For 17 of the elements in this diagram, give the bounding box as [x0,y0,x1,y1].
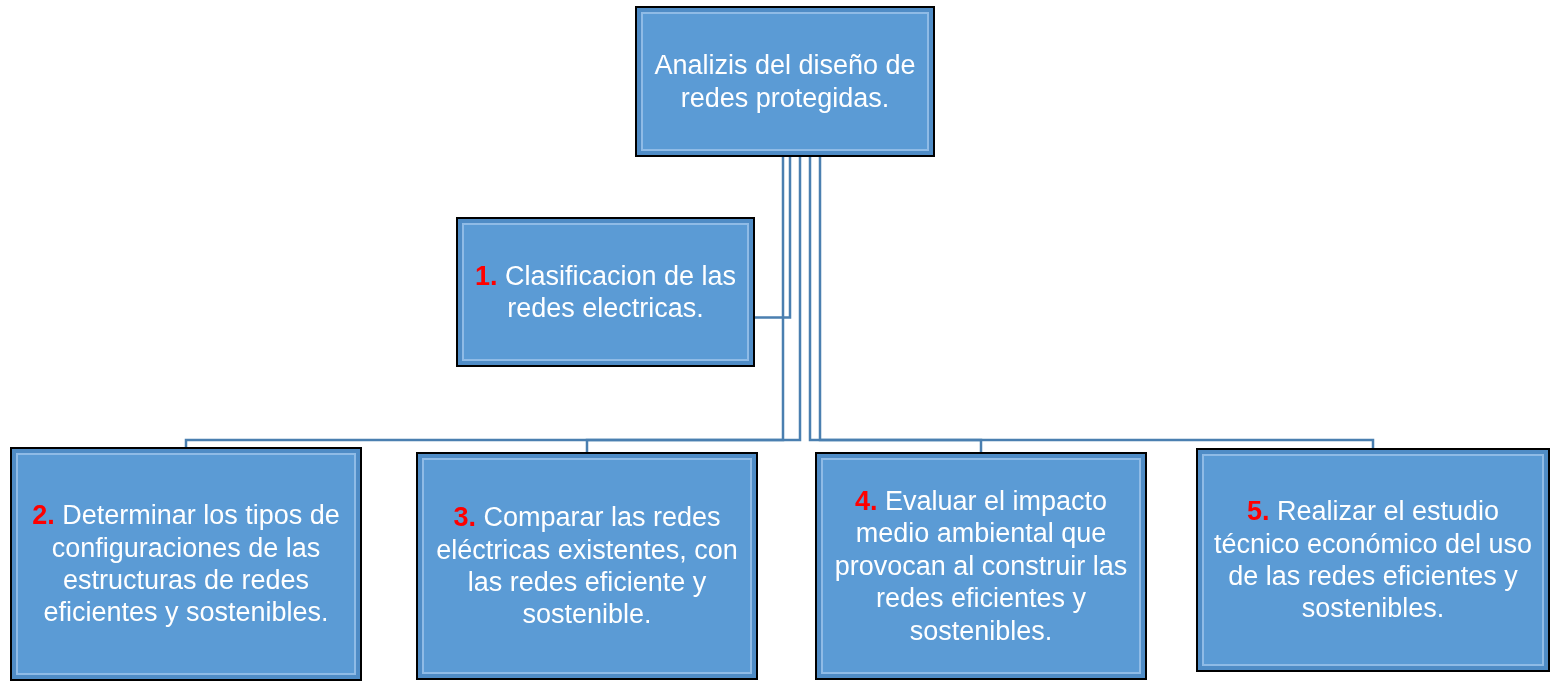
box-text: 1. Clasificacion de las redes electricas. [473,259,738,325]
process-box [815,452,1147,680]
box-text: 3. Comparar las redes eléctricas existentes, con las redes eficiente y sostenible. [435,501,739,631]
box-text: 4. Evaluar el impacto medio ambiental que provocan al construir las redes eficientes y sostenibles. [833,485,1129,647]
process-box [456,217,755,367]
box-text: 5. Realizar el estudio técnico económico del uso de las redes eficientes y sostenibles. [1212,495,1534,625]
process-box [416,452,758,680]
connector-line [755,157,792,319]
connector-line [818,157,1375,449]
connector-line [184,157,785,448]
box-text: 2. Determinar los tipos de configuraciones de las estructuras de redes eficientes y sostenibles. [31,499,341,629]
connector-line [808,157,983,452]
process-box [1196,448,1550,672]
process-box [635,6,935,157]
box-text: Analizis del diseño de redes protegidas. [653,49,917,114]
process-box [10,447,362,681]
connector-line [585,157,802,452]
